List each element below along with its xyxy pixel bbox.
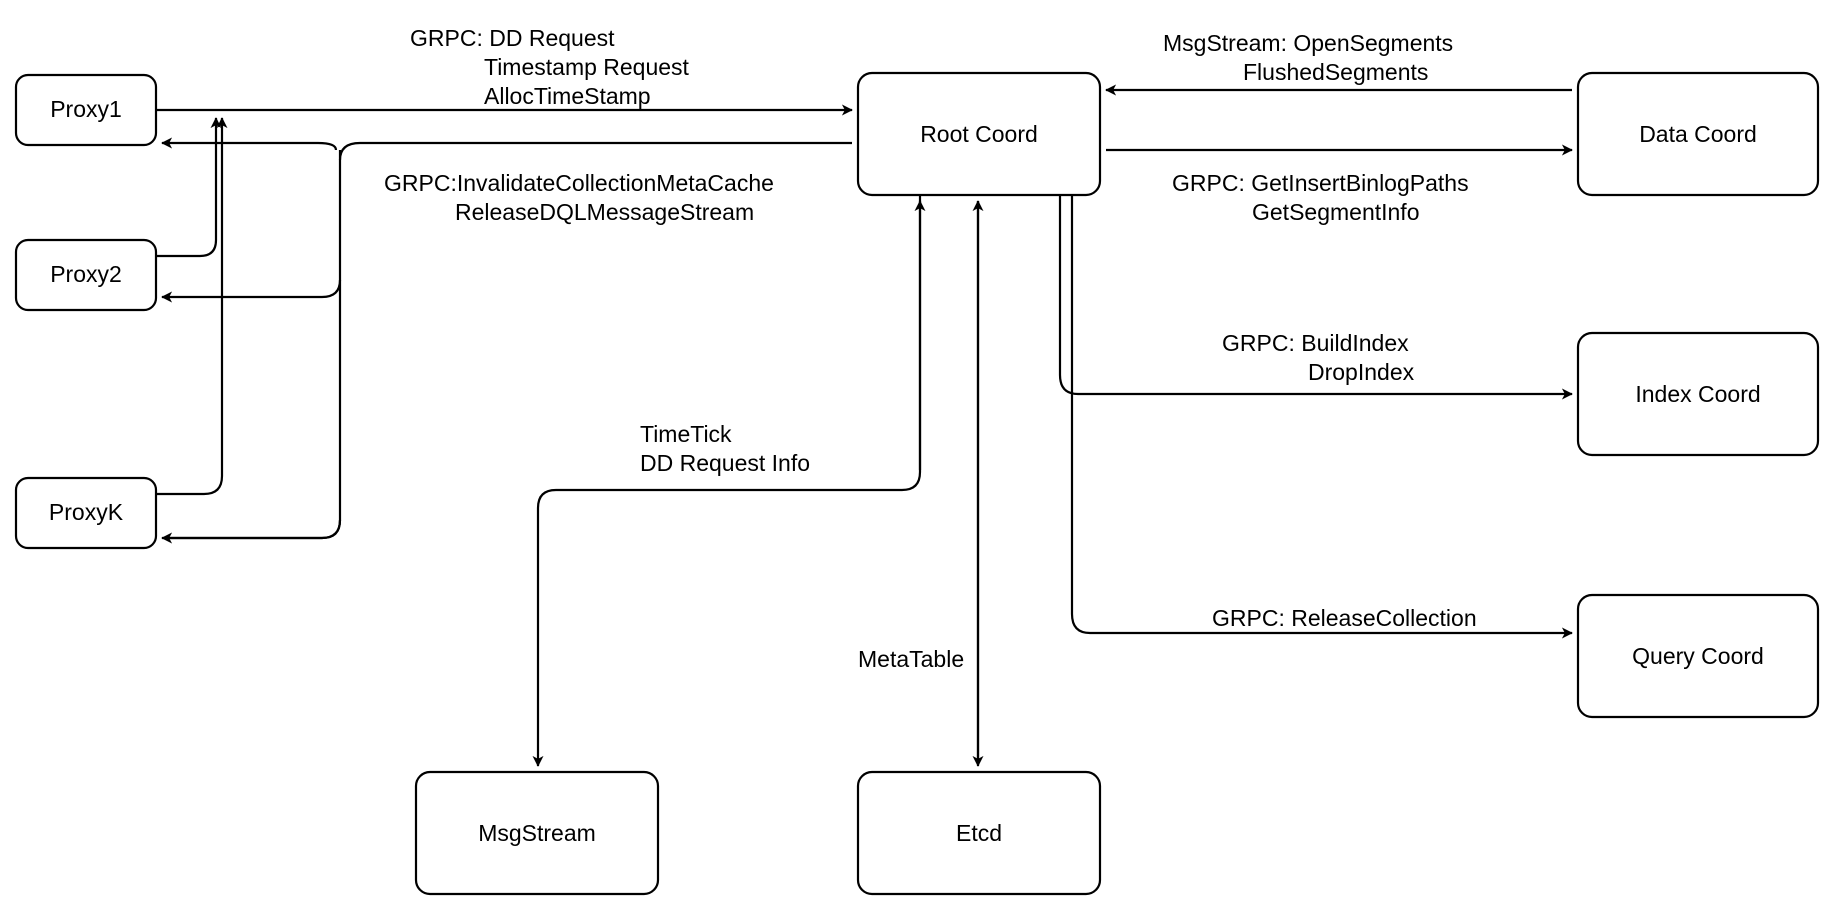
node-rootcoord[interactable]: Root Coord xyxy=(856,71,1102,197)
edge-label-datacoord-to-root: MsgStream: OpenSegments FlushedSegments xyxy=(1163,30,1453,85)
edge-rootcoord-to-proxy1 xyxy=(338,141,852,161)
node-proxyk-label: ProxyK xyxy=(49,499,124,525)
edge-label-line: GRPC: BuildIndex xyxy=(1222,330,1409,356)
node-proxy2[interactable]: Proxy2 xyxy=(14,238,158,312)
edge-label-line: GRPC:InvalidateCollectionMetaCache xyxy=(384,170,774,196)
edge-return-to-proxy1 xyxy=(161,137,338,151)
edge-label-line: GRPC: DD Request xyxy=(410,25,615,51)
edge-label-root-to-indexcoord: GRPC: BuildIndex DropIndex xyxy=(1222,330,1415,385)
node-indexcoord[interactable]: Index Coord xyxy=(1576,331,1820,457)
edge-proxyk-to-trunk xyxy=(156,117,228,496)
node-querycoord[interactable]: Query Coord xyxy=(1576,593,1820,719)
node-indexcoord-label: Index Coord xyxy=(1635,381,1760,407)
edge-label-proxy-to-root: GRPC: DD Request Timestamp Request Alloc… xyxy=(410,25,690,109)
node-proxy1-box[interactable] xyxy=(14,73,158,147)
edge-label-line: DD Request Info xyxy=(640,450,810,476)
node-msgstream-box[interactable] xyxy=(414,770,660,896)
edge-label-root-to-proxy: GRPC:InvalidateCollectionMetaCache Relea… xyxy=(384,170,774,225)
edge-label-line: MetaTable xyxy=(858,646,964,672)
edge-label-root-etcd: MetaTable xyxy=(858,646,964,672)
edge-label-line: DropIndex xyxy=(1308,359,1415,385)
edge-label-line: MsgStream: OpenSegments xyxy=(1163,30,1453,56)
edge-label-line: FlushedSegments xyxy=(1243,59,1428,85)
edge-label-root-to-msgstream: TimeTick DD Request Info xyxy=(640,421,810,476)
node-proxy1[interactable]: Proxy1 xyxy=(14,73,158,147)
edge-return-to-proxy2 xyxy=(161,279,342,303)
edge-label-root-to-querycoord: GRPC: ReleaseCollection xyxy=(1212,605,1477,631)
node-datacoord[interactable]: Data Coord xyxy=(1576,71,1820,197)
node-msgstream[interactable]: MsgStream xyxy=(414,770,660,896)
edge-return-to-proxyk xyxy=(161,519,342,544)
edge-label-line: GRPC: GetInsertBinlogPaths xyxy=(1172,170,1469,196)
edge-rootcoord-to-msgstream xyxy=(532,195,922,767)
node-rootcoord-label: Root Coord xyxy=(920,121,1038,147)
node-etcd-label: Etcd xyxy=(956,820,1002,846)
node-rootcoord-box[interactable] xyxy=(856,71,1102,197)
edge-label-line: Timestamp Request xyxy=(484,54,690,80)
edges-layer xyxy=(156,84,1573,767)
edge-return-trunk xyxy=(170,150,342,540)
edge-label-line: GetSegmentInfo xyxy=(1252,199,1420,225)
node-datacoord-box[interactable] xyxy=(1576,71,1820,197)
edge-label-line: GRPC: ReleaseCollection xyxy=(1212,605,1477,631)
node-indexcoord-box[interactable] xyxy=(1576,331,1820,457)
node-etcd[interactable]: Etcd xyxy=(856,770,1102,896)
edge-proxy2-to-trunk xyxy=(156,117,222,258)
node-etcd-box[interactable] xyxy=(856,770,1102,896)
node-datacoord-label: Data Coord xyxy=(1639,121,1757,147)
edge-rootcoord-to-querycoord xyxy=(1070,195,1573,639)
nodes-layer: Proxy1 Proxy2 ProxyK Root Coord Data Coo… xyxy=(14,71,1820,896)
edge-label-line: TimeTick xyxy=(640,421,732,447)
node-msgstream-label: MsgStream xyxy=(478,820,596,846)
node-proxyk[interactable]: ProxyK xyxy=(14,476,158,550)
node-proxyk-box[interactable] xyxy=(14,476,158,550)
edge-label-line: AllocTimeStamp xyxy=(484,83,651,109)
edge-rootcoord-to-indexcoord xyxy=(1058,195,1573,400)
node-querycoord-box[interactable] xyxy=(1576,593,1820,719)
node-proxy2-label: Proxy2 xyxy=(50,261,122,287)
node-proxy1-label: Proxy1 xyxy=(50,96,122,122)
edge-label-line: ReleaseDQLMessageStream xyxy=(455,199,754,225)
node-proxy2-box[interactable] xyxy=(14,238,158,312)
edge-labels-layer: GRPC: DD Request Timestamp Request Alloc… xyxy=(384,25,1477,672)
edge-label-root-to-datacoord: GRPC: GetInsertBinlogPaths GetSegmentInf… xyxy=(1172,170,1469,225)
node-querycoord-label: Query Coord xyxy=(1632,643,1764,669)
